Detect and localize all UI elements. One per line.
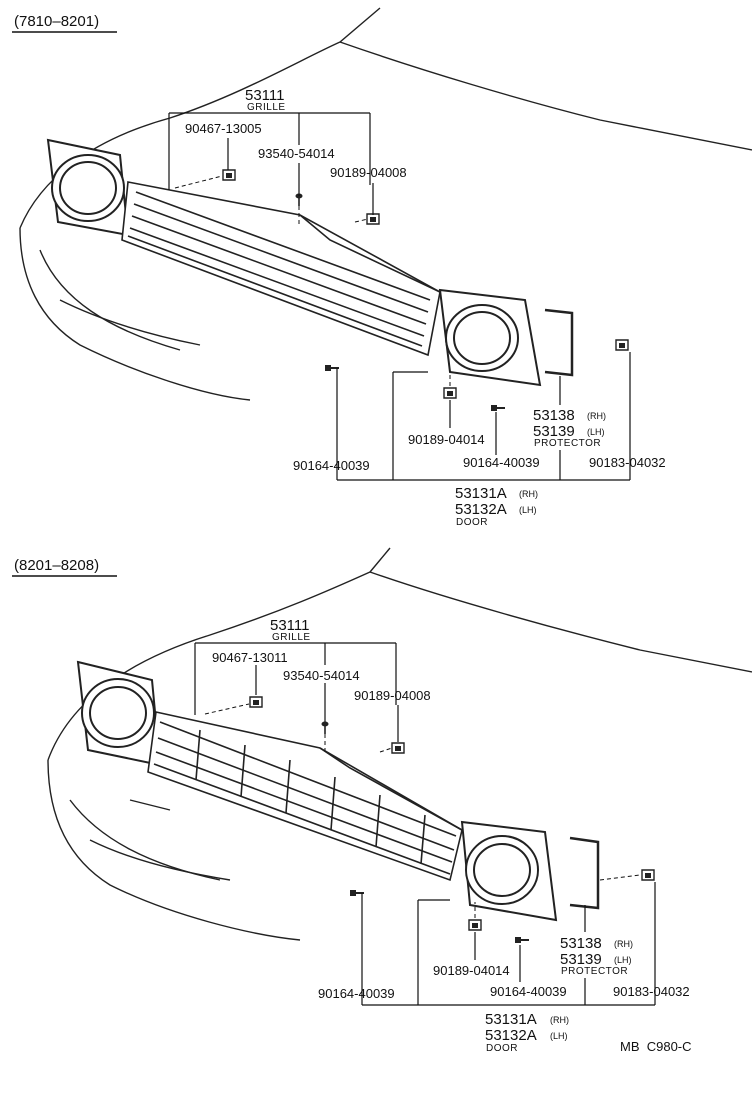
car-body-2 xyxy=(47,547,752,941)
screw-number-2: 93540-54014 xyxy=(283,668,360,683)
leader-lines-2 xyxy=(194,642,656,1006)
door-screw-number-2: 90164-40039 xyxy=(490,984,567,999)
clip-number-2: 90467-13011 xyxy=(212,650,288,665)
nut-icon-1 xyxy=(366,213,380,225)
headlamp-door-right-2 xyxy=(460,820,558,922)
grille-caption-2: GRILLE xyxy=(272,632,311,643)
nut-number-2: 90189-04008 xyxy=(354,688,431,703)
door-screw-icon-2 xyxy=(514,936,530,944)
protector-1 xyxy=(544,308,574,377)
door-bolt-number-1: 90164-40039 xyxy=(293,458,370,473)
section-1-period: (7810–8201) xyxy=(14,13,99,30)
protector-lh-side-1: (LH) xyxy=(587,427,605,437)
protector-rh-side-2: (RH) xyxy=(614,939,633,949)
protector-rh-side-1: (RH) xyxy=(587,411,606,421)
leader-lines-1 xyxy=(168,112,631,481)
clip-number-1: 90467-13005 xyxy=(185,121,262,136)
door-rh-side-2: (RH) xyxy=(550,1015,569,1025)
door-lh-side-1: (LH) xyxy=(519,505,537,515)
door-rh-side-1: (RH) xyxy=(519,489,538,499)
nut-number-1: 90189-04008 xyxy=(330,165,407,180)
door-nut-number-1: 90189-04014 xyxy=(408,432,485,447)
protector-caption-2: PROTECTOR xyxy=(561,966,628,977)
section-2-period: (8201–8208) xyxy=(14,557,99,574)
door-nut-number-2: 90189-04014 xyxy=(433,963,510,978)
footer-code: MB C980-C xyxy=(620,1039,692,1054)
headlamp-door-right-1 xyxy=(438,288,542,387)
nut-icon-2 xyxy=(391,742,405,754)
car-body-1 xyxy=(19,7,752,401)
section-1: (7810–8201) xyxy=(12,7,752,528)
door-rh-number-2: 53131A xyxy=(485,1011,537,1028)
clip-icon-1 xyxy=(222,169,236,181)
door-lh-number-1: 53132A xyxy=(455,501,507,518)
door-nut-icon-2 xyxy=(468,919,482,931)
door-screw-number-1: 90164-40039 xyxy=(463,455,540,470)
grille-caption-1: GRILLE xyxy=(247,102,286,113)
protector-caption-1: PROTECTOR xyxy=(534,438,601,449)
screw-icon-2 xyxy=(320,720,330,735)
door-caption-1: DOOR xyxy=(456,517,488,528)
protector-rh-number-2: 53138 xyxy=(560,935,602,952)
grille-1 xyxy=(121,181,441,357)
protector-lh-side-2: (LH) xyxy=(614,955,632,965)
protector-rh-number-1: 53138 xyxy=(533,407,575,424)
grille-number-1: 53111 xyxy=(245,87,285,104)
dashed-lines-1 xyxy=(174,175,451,386)
door-screw-icon-1 xyxy=(490,404,506,412)
protector-lh-number-2: 53139 xyxy=(560,951,602,968)
clip2-icon-2 xyxy=(641,869,655,881)
door-lh-number-2: 53132A xyxy=(485,1027,537,1044)
screw-number-1: 93540-54014 xyxy=(258,146,335,161)
grille-number-2: 53111 xyxy=(270,617,310,634)
clip2-number-1: 90183-04032 xyxy=(589,455,666,470)
protector-2 xyxy=(569,836,600,910)
door-lh-side-2: (LH) xyxy=(550,1031,568,1041)
door-bolt-number-2: 90164-40039 xyxy=(318,986,395,1001)
door-caption-2: DOOR xyxy=(486,1043,518,1054)
headlamp-door-left-2 xyxy=(76,660,162,767)
dashed-lines-2 xyxy=(204,703,641,918)
clip2-icon-1 xyxy=(615,339,629,351)
clip2-number-2: 90183-04032 xyxy=(613,984,690,999)
clip-icon-2 xyxy=(249,696,263,708)
section-2: (8201–8208) xyxy=(12,547,752,1054)
door-rh-number-1: 53131A xyxy=(455,485,507,502)
protector-lh-number-1: 53139 xyxy=(533,423,575,440)
door-nut-icon-1 xyxy=(443,387,457,399)
grille-2 xyxy=(147,711,463,882)
headlamp-door-left-1 xyxy=(46,138,130,237)
